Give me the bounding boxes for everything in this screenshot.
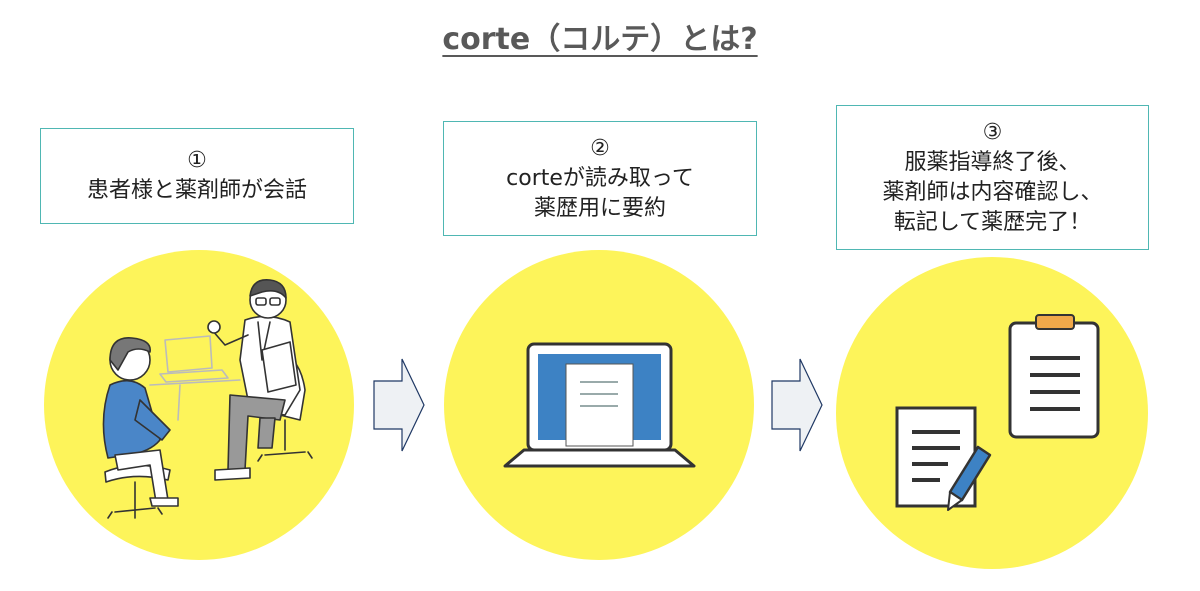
step-3-line-1: 服薬指導終了後、 (904, 149, 1081, 175)
step-3-number: ③ (982, 119, 1003, 145)
step-2-number: ② (590, 135, 610, 161)
step-1-line-1: 患者様と薬剤師が会話 (86, 178, 307, 203)
step-3-box: ③ 服薬指導終了後、 薬剤師は内容確認し、 転記して薬歴完了！ (836, 105, 1149, 250)
document-pen-icon (895, 406, 992, 511)
clipboard-icon (1008, 314, 1100, 439)
arrow-right-icon (771, 358, 823, 452)
page-title: corte（コルテ）とは? (442, 22, 758, 57)
step-1-number: ① (187, 148, 207, 173)
step-3-line-3: 転記して薬歴完了！ (893, 209, 1092, 235)
consultation-illustration-icon (102, 279, 313, 519)
laptop-icon (503, 342, 696, 468)
step-2-line-2: 薬歴用に要約 (533, 195, 666, 221)
step-2-box: ② corteが読み取って 薬歴用に要約 (443, 121, 757, 236)
arrow-right-icon (373, 358, 425, 452)
step-2-line-1: corteが読み取って (506, 165, 694, 191)
step-3-line-2: 薬剤師は内容確認し、 (882, 179, 1103, 205)
step-1-box: ① 患者様と薬剤師が会話 (40, 128, 354, 224)
